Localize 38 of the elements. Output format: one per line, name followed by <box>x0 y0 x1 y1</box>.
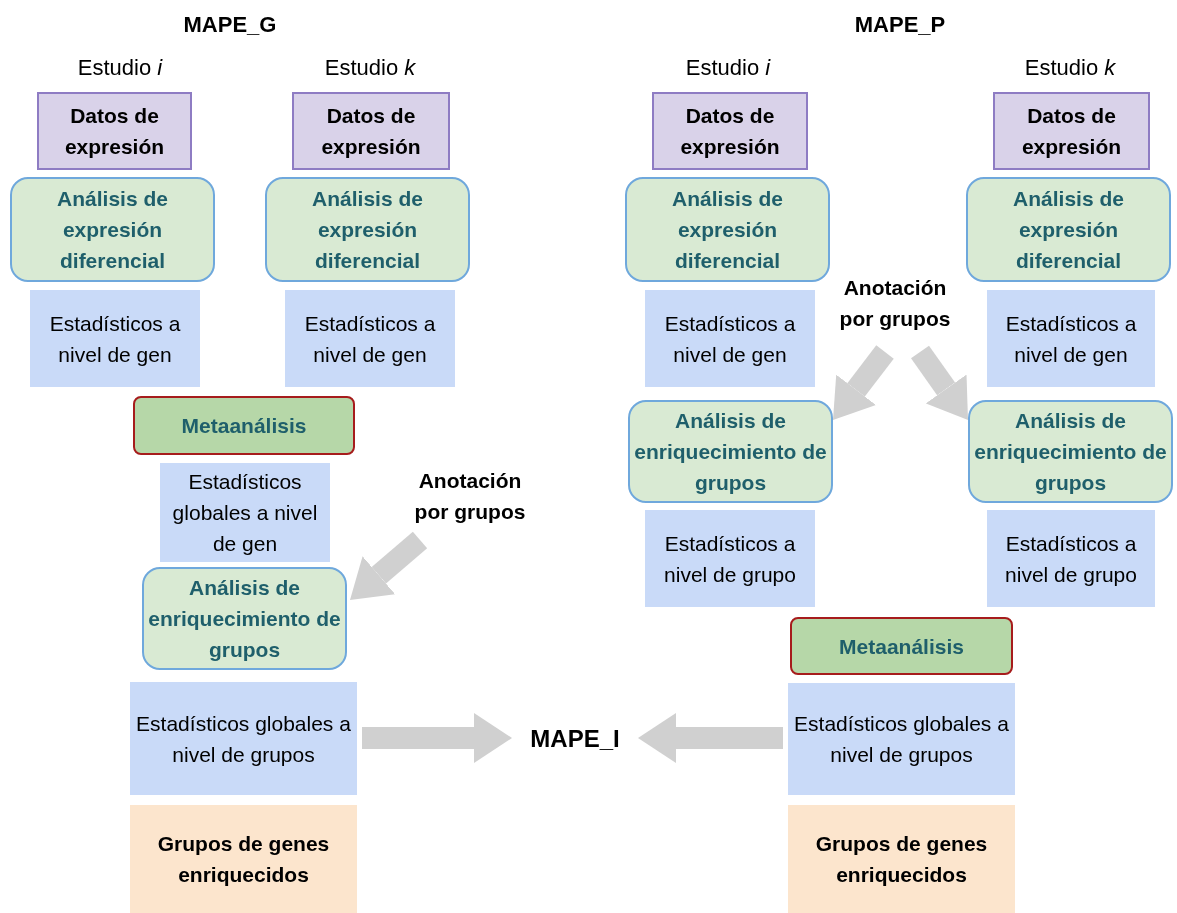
block-arrow <box>350 531 428 600</box>
result-box: Estadísticos a nivel de gen <box>30 290 200 387</box>
column-heading: Estudio i <box>685 55 771 81</box>
result-box: Estadísticos a nivel de grupo <box>645 510 815 607</box>
process-box: Metaanálisis <box>790 617 1013 675</box>
process-box: Análisis de expresión diferencial <box>265 177 470 282</box>
data-box: Datos de expresión <box>37 92 192 170</box>
block-arrow <box>833 345 894 420</box>
data-box: Datos de expresión <box>993 92 1150 170</box>
process-box: Análisis de enriquecimiento de grupos <box>628 400 833 503</box>
process-box: Análisis de expresión diferencial <box>966 177 1171 282</box>
result-box: Estadísticos a nivel de gen <box>645 290 815 387</box>
column-heading: Estudio k <box>324 55 416 81</box>
data-box: Datos de expresión <box>652 92 808 170</box>
process-box: Análisis de expresión diferencial <box>625 177 830 282</box>
block-arrow <box>638 713 783 763</box>
section-title: MAPE_G <box>183 12 277 38</box>
process-box: Análisis de expresión diferencial <box>10 177 215 282</box>
process-box: Análisis de enriquecimiento de grupos <box>142 567 347 670</box>
output-box: Grupos de genes enriquecidos <box>130 805 357 913</box>
column-heading: Estudio k <box>1024 55 1116 81</box>
process-box: Análisis de enriquecimiento de grupos <box>968 400 1173 503</box>
result-text: MAPE_I <box>512 718 638 758</box>
block-arrow <box>911 345 968 420</box>
result-box: Estadísticos a nivel de gen <box>285 290 455 387</box>
data-box: Datos de expresión <box>292 92 450 170</box>
section-title: MAPE_P <box>854 12 946 38</box>
process-box: Metaanálisis <box>133 396 355 455</box>
result-box: Estadísticos globales a nivel de gen <box>160 463 330 562</box>
column-heading: Estudio i <box>77 55 163 81</box>
output-box: Grupos de genes enriquecidos <box>788 805 1015 913</box>
result-box: Estadísticos globales a nivel de grupos <box>130 682 357 795</box>
result-box: Estadísticos a nivel de gen <box>987 290 1155 387</box>
result-box: Estadísticos globales a nivel de grupos <box>788 683 1015 795</box>
annotation-text: Anotación por grupos <box>830 255 960 350</box>
result-box: Estadísticos a nivel de grupo <box>987 510 1155 607</box>
block-arrow <box>362 713 512 763</box>
annotation-text: Anotación por grupos <box>400 448 540 543</box>
